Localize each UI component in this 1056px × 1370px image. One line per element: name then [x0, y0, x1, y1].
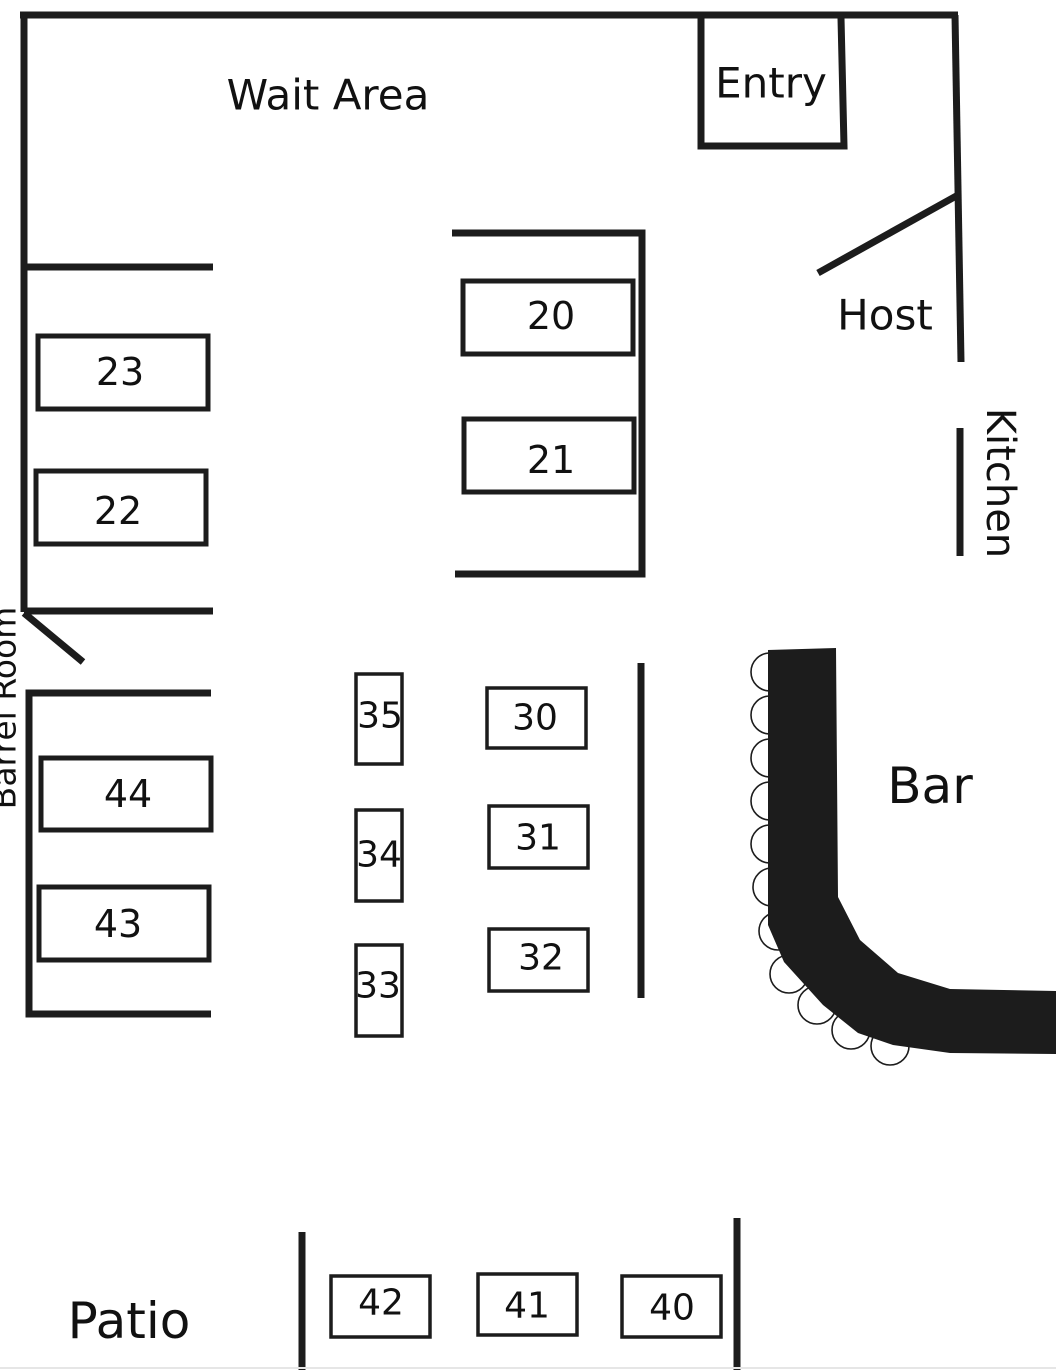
bar-label: Bar	[887, 757, 973, 815]
table-20[interactable]: 20	[460, 278, 636, 357]
table-43[interactable]: 43	[36, 884, 212, 963]
table-40[interactable]: 40	[620, 1274, 723, 1339]
table-33[interactable]: 33	[354, 943, 404, 1038]
table-35-number: 35	[357, 696, 403, 737]
table-21[interactable]: 21	[461, 416, 637, 495]
outer-walls	[20, 11, 965, 612]
table-42[interactable]: 42	[329, 1274, 432, 1339]
table-41[interactable]: 41	[476, 1272, 579, 1337]
table-23[interactable]: 23	[35, 333, 211, 412]
entry-box	[697, 17, 848, 150]
table-20-number: 20	[527, 294, 575, 338]
host-label: Host	[837, 291, 933, 340]
table-41-number: 41	[504, 1286, 550, 1327]
table-34-number: 34	[356, 835, 402, 876]
barrel-room-label: Barrel Room	[0, 607, 24, 810]
table-23-number: 23	[96, 350, 144, 394]
patio-label: Patio	[68, 1292, 191, 1350]
patio-partitions	[298, 1218, 741, 1370]
table-43-number: 43	[94, 902, 142, 946]
booth-section-left	[21, 263, 213, 665]
table-44-number: 44	[104, 772, 152, 816]
table-30[interactable]: 30	[485, 686, 588, 750]
tables: 20 21 23 22 44 43 35 34	[33, 278, 723, 1339]
booth-section-center	[452, 229, 646, 578]
table-40-number: 40	[649, 1288, 695, 1329]
wait-area-label: Wait Area	[227, 71, 430, 120]
table-22-number: 22	[94, 489, 142, 533]
table-32-number: 32	[518, 938, 564, 979]
table-22[interactable]: 22	[33, 468, 209, 547]
table-31-number: 31	[515, 818, 561, 859]
kitchen-label: Kitchen	[977, 408, 1023, 558]
table-33-number: 33	[355, 966, 401, 1007]
barrel-room-enclosure	[25, 689, 211, 1018]
table-32[interactable]: 32	[487, 927, 590, 993]
table-34[interactable]: 34	[354, 808, 404, 903]
table-30-number: 30	[512, 698, 558, 739]
table-42-number: 42	[358, 1283, 404, 1324]
table-44[interactable]: 44	[38, 755, 214, 833]
bar-counter	[768, 648, 1056, 1054]
area-labels: Wait Area Entry Host Kitchen Barrel Room…	[0, 59, 1023, 1351]
table-35[interactable]: 35	[354, 672, 404, 766]
entry-label: Entry	[715, 59, 827, 108]
table-21-number: 21	[527, 438, 575, 482]
table-31[interactable]: 31	[487, 804, 590, 870]
